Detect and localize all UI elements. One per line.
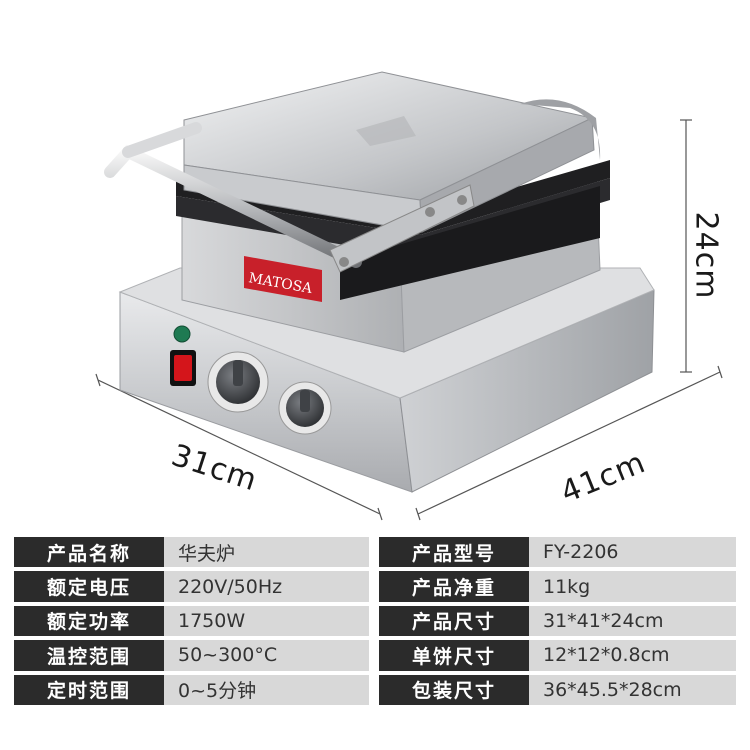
spec-value: 220V/50Hz — [164, 571, 369, 602]
spec-value: 12*12*0.8cm — [529, 640, 736, 671]
spec-value: 11kg — [529, 571, 736, 602]
spec-key: 额定功率 — [14, 605, 164, 637]
spec-key: 产品尺寸 — [379, 605, 529, 637]
spec-key: 单饼尺寸 — [379, 640, 529, 671]
spec-gap — [369, 675, 379, 705]
spec-value: 50~300°C — [164, 640, 369, 671]
control-panel — [170, 325, 332, 435]
product-photo: MATOSA 31cm 41cm 24cm — [95, 71, 724, 521]
spec-value: 华夫炉 — [164, 537, 369, 568]
height-label: 24cm — [688, 211, 724, 300]
lid — [183, 71, 601, 233]
dimension-lines — [95, 119, 723, 521]
spec-value: 36*45.5*28cm — [529, 674, 736, 705]
spec-value: 31*41*24cm — [529, 605, 736, 637]
power-indicator-icon — [173, 325, 191, 343]
handle — [104, 122, 475, 273]
spec-key: 产品名称 — [14, 537, 164, 568]
spec-key: 产品型号 — [379, 537, 529, 568]
spec-key: 包装尺寸 — [379, 674, 529, 705]
spec-gap — [369, 571, 379, 601]
spec-gap — [369, 537, 379, 567]
spec-value: 0~5分钟 — [164, 674, 369, 705]
spec-gap — [369, 640, 379, 670]
spec-key: 产品净重 — [379, 571, 529, 602]
spec-gap — [369, 606, 379, 636]
spec-value: FY-2206 — [529, 537, 736, 568]
spec-key: 额定电压 — [14, 571, 164, 602]
waffle-maker-illustration: MATOSA — [95, 71, 723, 521]
spec-value: 1750W — [164, 605, 369, 637]
spec-key: 定时范围 — [14, 674, 164, 705]
spec-table: 产品名称 华夫炉 产品型号 FY-2206 额定电压 220V/50Hz 产品净… — [14, 537, 736, 709]
spec-key: 温控范围 — [14, 640, 164, 671]
